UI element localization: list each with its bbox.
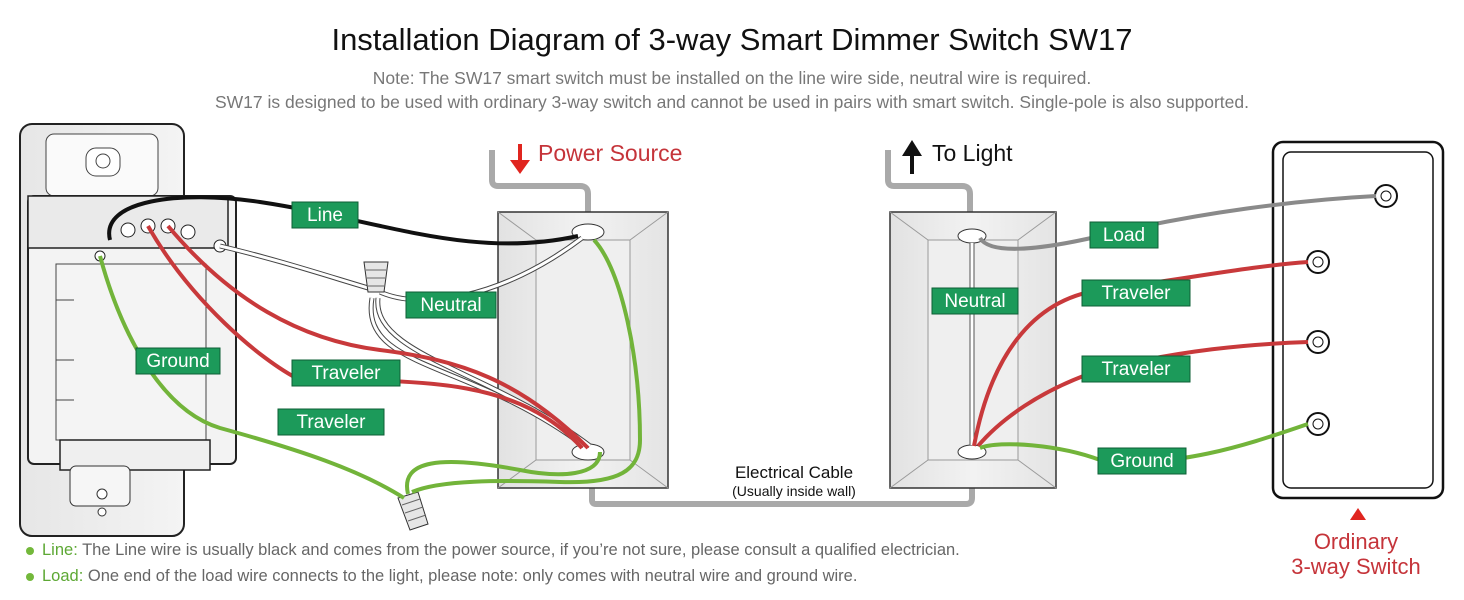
tag-neutral-right: Neutral bbox=[931, 287, 1019, 315]
tag-traveler-left-2: Traveler bbox=[277, 408, 385, 436]
bullet-icon bbox=[26, 572, 34, 581]
tag-load: Load bbox=[1089, 221, 1159, 249]
legend-load-item: Load: One end of the load wire connects … bbox=[26, 567, 857, 586]
tag-traveler-right-1-text: Traveler bbox=[1102, 283, 1172, 304]
tag-neutral-left: Neutral bbox=[405, 291, 497, 319]
ordinary-switch-label-2: 3-way Switch bbox=[1291, 554, 1421, 579]
ordinary-switch-marker bbox=[1350, 508, 1366, 520]
note-line-1: Note: The SW17 smart switch must be inst… bbox=[372, 68, 1092, 88]
wire-nut-neutral bbox=[363, 261, 389, 293]
tag-neutral-right-text: Neutral bbox=[944, 291, 1005, 312]
electrical-cable-label: Electrical Cable bbox=[735, 463, 853, 482]
legend-load-key: Load: bbox=[42, 567, 84, 585]
power-source-arrow bbox=[510, 144, 530, 174]
tag-ground-right: Ground bbox=[1097, 447, 1187, 475]
legend-line-text: The Line wire is usually black and comes… bbox=[82, 541, 960, 559]
power-source-conduit bbox=[489, 150, 591, 225]
line-wire bbox=[107, 195, 579, 246]
tag-load-text: Load bbox=[1103, 225, 1145, 246]
diagram-title: Installation Diagram of 3-way Smart Dimm… bbox=[331, 22, 1133, 57]
ordinary-switch-label-1: Ordinary bbox=[1313, 529, 1399, 554]
tag-line: Line bbox=[291, 201, 359, 229]
legend-line-item: Line: The Line wire is usually black and… bbox=[26, 541, 960, 560]
legend-load-text: One end of the load wire connects to the… bbox=[87, 567, 858, 585]
tag-ground-right-text: Ground bbox=[1110, 451, 1173, 472]
tag-line-text: Line bbox=[307, 205, 343, 226]
ordinary-3way-switch bbox=[1271, 140, 1445, 500]
tag-ground-left: Ground bbox=[135, 347, 221, 375]
tag-traveler-right-2-text: Traveler bbox=[1102, 359, 1172, 380]
tag-traveler-left-1-text: Traveler bbox=[312, 363, 382, 384]
smart-switch-sw17 bbox=[19, 123, 237, 537]
ground-wires-left bbox=[98, 238, 643, 500]
legend-line-key: Line: bbox=[42, 541, 78, 559]
cable-note-label: (Usually inside wall) bbox=[732, 483, 856, 499]
neutral-wires bbox=[219, 236, 592, 448]
note-line-2: SW17 is designed to be used with ordinar… bbox=[214, 92, 1249, 112]
tag-traveler-left-2-text: Traveler bbox=[297, 412, 367, 433]
tag-ground-left-text: Ground bbox=[146, 351, 209, 372]
tag-neutral-left-text: Neutral bbox=[420, 295, 481, 316]
tag-traveler-right-2: Traveler bbox=[1081, 355, 1191, 383]
tag-traveler-left-1: Traveler bbox=[291, 359, 401, 387]
tag-traveler-right-1: Traveler bbox=[1081, 279, 1191, 307]
electrical-cable bbox=[589, 488, 975, 507]
power-source-label: Power Source bbox=[538, 140, 682, 166]
to-light-arrow bbox=[902, 140, 922, 174]
to-light-label: To Light bbox=[932, 140, 1013, 166]
to-light-conduit bbox=[885, 150, 973, 232]
wire-nut-ground bbox=[397, 491, 429, 531]
bullet-icon bbox=[26, 546, 34, 555]
right-junction-box bbox=[889, 211, 1057, 489]
